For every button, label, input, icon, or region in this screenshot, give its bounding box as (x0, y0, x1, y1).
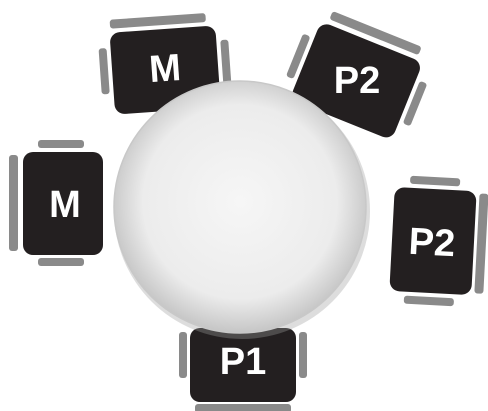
chair-back (195, 404, 291, 411)
chair-arm-top (38, 140, 84, 148)
chair-arm-right (299, 332, 307, 378)
round-table (114, 81, 366, 333)
chair-arm-right (220, 40, 231, 86)
chair-left: M (9, 140, 103, 266)
chair-arm-top (410, 176, 460, 187)
chair-arm-left (179, 332, 187, 378)
chair-back (474, 193, 488, 293)
chair-back (9, 155, 18, 251)
seat-label-left: M (49, 184, 81, 226)
chair-arm-bottom (38, 258, 84, 266)
chair-arm-bottom (404, 296, 454, 307)
seat-label-top-right: P2 (334, 60, 380, 102)
seat-label-top-left: M (148, 47, 183, 91)
chair-arm-left (99, 48, 110, 94)
seat-label-bottom: P1 (220, 341, 266, 383)
chair-right: P2 (389, 175, 488, 308)
chair-bottom: P1 (179, 328, 307, 411)
chair-back (110, 13, 206, 29)
seat-label-right: P2 (408, 221, 457, 265)
